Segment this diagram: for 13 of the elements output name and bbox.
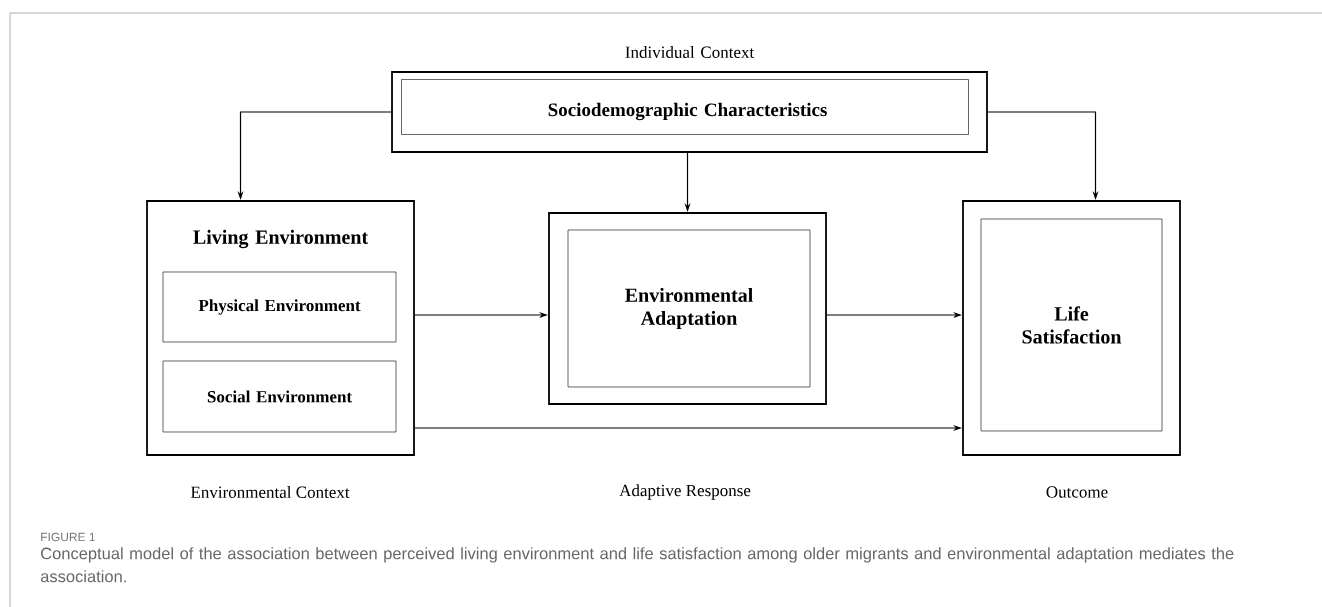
outer-box: [548, 212, 827, 405]
stage-label: Outcome: [1046, 486, 1108, 498]
caption: Conceptual model of the association between perceived living environment and life satisfaction among older migrants and environmental adaptation mediates the association.: [40, 547, 1234, 583]
stage-label: Environmental Context: [190, 486, 350, 498]
outcome-box: Life Satisfaction: [980, 218, 1163, 432]
outer-box: [962, 200, 1181, 456]
factor-box: Physical Environment: [162, 271, 397, 343]
adaptation-box: Environmental Adaptation: [567, 229, 811, 388]
node-label: Individual Context: [625, 46, 755, 58]
figure-number: FIGURE 1: [41, 532, 95, 542]
stage-label: Adaptive Response: [619, 484, 751, 500]
characteristics-box: Sociodemographic Characteristics: [401, 79, 969, 135]
factor-box: Social Environment: [162, 360, 397, 433]
